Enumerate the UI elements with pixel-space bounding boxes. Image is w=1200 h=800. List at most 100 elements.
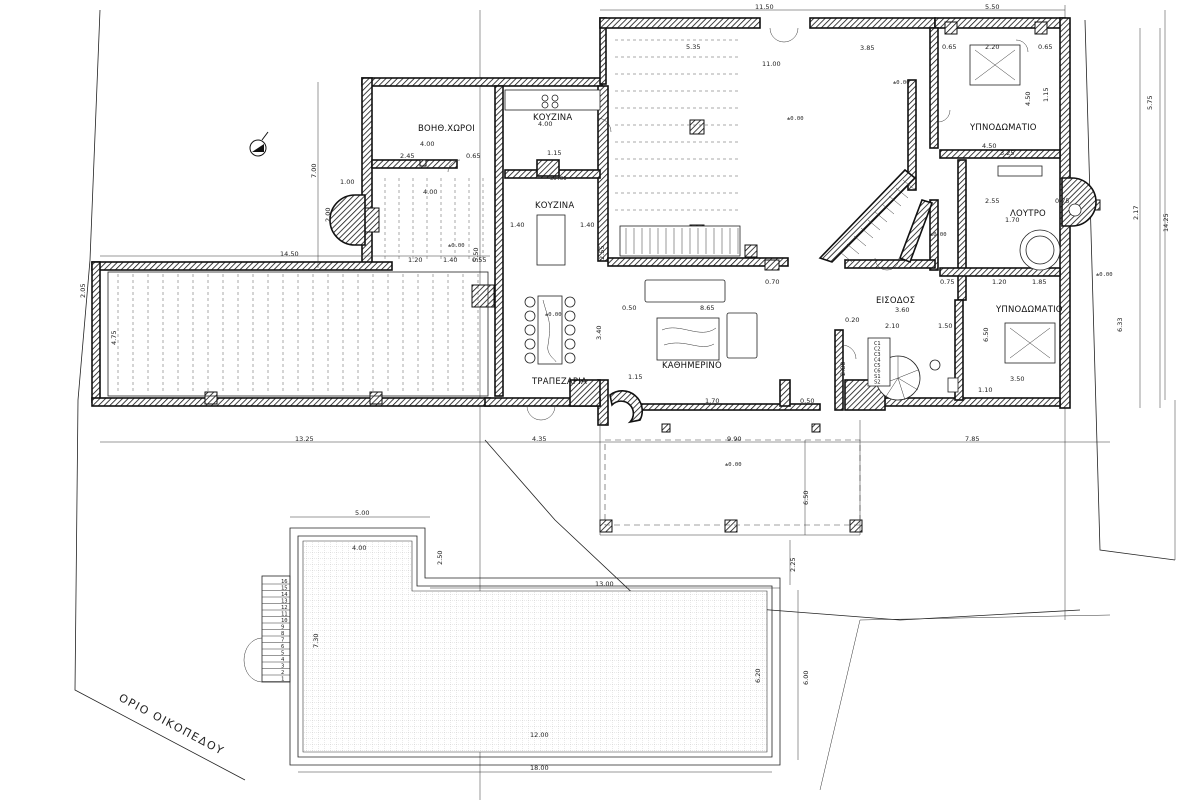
dim-110: 1.10: [978, 386, 992, 394]
dim-115b: 1.15: [628, 373, 642, 381]
dimv-450: 4.50: [1024, 92, 1032, 106]
dim-140a: 1.40: [443, 256, 457, 264]
north-arrow-icon: [249, 131, 269, 157]
dim-170b: 1.70: [705, 397, 719, 405]
dim-360: 3.60: [895, 306, 909, 314]
pool-step-number: 1: [281, 677, 284, 683]
dining-chair: [524, 310, 536, 322]
dim-400b: 4.00: [538, 120, 552, 128]
dimv-280: 2.80: [839, 362, 847, 376]
dining-chair: [564, 324, 576, 336]
stair-tread: [902, 179, 916, 191]
dimension-lines: [100, 9, 1161, 773]
stair-tread: [860, 227, 874, 239]
dimv-550: 5.50: [472, 248, 480, 262]
bath-fixtures: [929, 165, 1082, 393]
pool-step-number: 15: [281, 586, 288, 592]
dim-325: 3.25: [1000, 149, 1014, 157]
room-label-bath: ΛΟΥΤΡΟ: [1010, 209, 1046, 219]
dimv-1425: 14.25: [1162, 213, 1170, 232]
room-label-entrance: ΕΙΣΟΔΟΣ: [876, 296, 915, 306]
dim-400p: 4.00: [352, 544, 366, 552]
dim-115: 1.15: [547, 149, 561, 157]
room-label-bedroom-2: ΥΠΝΟΔΩΜΑΤΙΟ: [995, 305, 1063, 315]
dim-065b: 0.65: [1038, 43, 1052, 51]
dim-170a: 1.70: [1005, 216, 1019, 224]
dimension-text-vertical: 7.00 5.75 2.17 14.25 6.33 2.50 6.50 2.25…: [79, 88, 1170, 685]
stair-step-label: C5: [874, 363, 881, 369]
dimv-475: 4.75: [110, 331, 118, 345]
pool-step-number: 11: [281, 612, 288, 618]
dimv-225: 2.25: [789, 558, 797, 572]
room-label-kitchen-top: ΚΟΥΖΙΝΑ: [533, 113, 572, 123]
level-mark: ±0.00: [893, 80, 910, 86]
pool-step-number: 16: [281, 579, 288, 585]
stair-step-label: C3: [874, 352, 881, 358]
boundary-label: ΟΡΙΟ ΟΙΚΟΠΕΔΟΥ: [117, 691, 227, 758]
dining-chair: [564, 338, 576, 350]
pool-step-number: 6: [281, 644, 284, 650]
kitchen-pergola: [384, 178, 484, 262]
dim-210: 2.10: [885, 322, 899, 330]
door-arcs: [447, 27, 1029, 421]
pool-step-number: 3: [281, 664, 284, 670]
dim-050b: 0.50: [800, 397, 814, 405]
dining-chair: [524, 338, 536, 350]
dim-990: 9.90: [727, 435, 741, 443]
room-label-bedroom-1: ΥΠΝΟΔΩΜΑΤΙΟ: [969, 123, 1037, 133]
dining-table: [524, 295, 576, 365]
dim-065a: 0.65: [942, 43, 956, 51]
dimv-650: 6.50: [802, 491, 810, 505]
dining-chair: [564, 310, 576, 322]
level-mark: ±0.00: [545, 312, 562, 318]
dimension-text: 11.50 5.50 5.35 3.85 2.20 0.65 0.65 4.00…: [280, 3, 1069, 772]
dim-065c: 0.65: [466, 152, 480, 160]
dimv-205: 2.05: [79, 284, 87, 298]
pool-step-number: 8: [281, 631, 284, 637]
dim-1100: 11.00: [762, 60, 781, 68]
pool-step-number: 7: [281, 638, 284, 644]
covered-porch: [599, 420, 861, 536]
dim-535: 5.35: [686, 43, 700, 51]
dimv-700: 7.00: [310, 164, 318, 178]
stair-tread: [853, 235, 867, 247]
dimv-633: 6.33: [1116, 318, 1124, 332]
stair-step-label: C2: [874, 347, 881, 353]
spiral-stair: [867, 337, 921, 401]
stair-step-label: C1: [874, 341, 881, 347]
dim-400a: 4.00: [420, 140, 434, 148]
dim-140b: 1.40: [510, 221, 524, 229]
level-marks: ±0.00 ±0.00 ±0.00 ±0.00 ±0.00 ±0.00 ±0.0…: [448, 80, 1113, 468]
dim-120b: 1.20: [992, 278, 1006, 286]
room-labels: ΚΟΥΖΙΝΑ ΚΟΥΖΙΝΑ ΒΟΗΘ.ΧΩΡΟΙ ΤΡΑΠΕΖΑΡΙΑ ΚΑ…: [418, 113, 1063, 387]
dim-top-right: 5.50: [985, 3, 999, 11]
dim-055: 0.55: [472, 256, 486, 264]
room-label-living: ΚΑΘΗΜΕΡΙΝΟ: [662, 361, 722, 371]
pool-step-number: 12: [281, 605, 288, 611]
dining-chair: [564, 296, 576, 308]
stair-tread: [874, 211, 888, 223]
dim-140c: 1.40: [580, 221, 594, 229]
dim-350: 3.50: [1010, 375, 1024, 383]
dim-1300: 13.00: [595, 580, 614, 588]
dim-785: 7.85: [965, 435, 979, 443]
pool-step-number: 9: [281, 625, 284, 631]
dimv-730: 7.30: [312, 634, 320, 648]
pool-step-number: 2: [281, 670, 284, 676]
room-label-aux: ΒΟΗΘ.ΧΩΡΟΙ: [418, 124, 475, 134]
dim-385: 3.85: [860, 44, 874, 52]
level-mark: ±0.00: [725, 462, 742, 468]
dimv-255: 2.55: [598, 246, 606, 260]
dim-435: 4.35: [532, 435, 546, 443]
dim-075b: 0.75: [940, 278, 954, 286]
dim-120a: 1.20: [408, 256, 422, 264]
dimv-650b: 6.50: [982, 328, 990, 342]
dim-050a: 0.50: [622, 304, 636, 312]
dim-1200: 12.00: [530, 731, 549, 739]
level-mark: ±0.00: [787, 116, 804, 122]
pergola-terrace: [107, 271, 489, 397]
dimv-575: 5.75: [1146, 96, 1154, 110]
dim-1325: 13.25: [295, 435, 314, 443]
dining-chair: [524, 296, 536, 308]
